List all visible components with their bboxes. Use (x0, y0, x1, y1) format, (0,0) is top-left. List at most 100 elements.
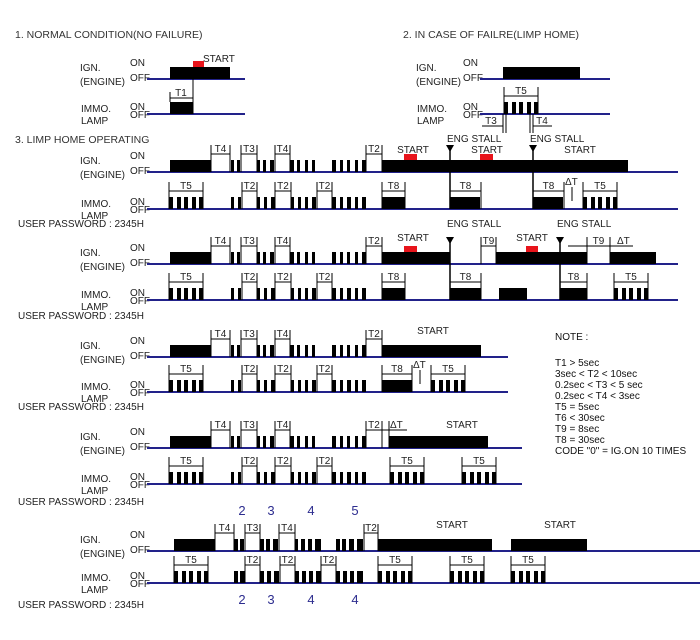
signal-pulse (298, 380, 301, 392)
signal-pulse (264, 197, 267, 209)
signal-pulse (177, 380, 181, 392)
t2-bracket-label: T2 (368, 329, 380, 340)
signal-pulse (298, 288, 301, 300)
ign-label: IGN. (80, 63, 101, 74)
immo-t8-block (382, 197, 405, 209)
signal-pulse (266, 539, 270, 551)
immo-label: IMMO. (81, 382, 111, 393)
ign-on-block (382, 160, 628, 172)
signal-pulse (462, 472, 466, 484)
signal-pulse (231, 160, 234, 172)
signal-pulse (355, 436, 358, 448)
signal-pulse (257, 160, 260, 172)
signal-pulse (290, 436, 294, 448)
signal-pulse (305, 380, 308, 392)
signal-pulse (340, 436, 343, 448)
signal-pulse (413, 472, 417, 484)
ign-on-block (382, 252, 450, 264)
signal-pulse (408, 571, 412, 583)
signal-pulse (357, 571, 363, 583)
start-label: START (397, 145, 429, 156)
signal-pulse (312, 288, 316, 300)
delta-t-label: ΔT (565, 177, 578, 188)
signal-pulse (238, 472, 241, 484)
note-line: 0.2sec < T4 < 3sec (555, 391, 640, 402)
signal-pulse (305, 197, 308, 209)
signal-pulse (305, 472, 308, 484)
eng-stall-label: ENG STALL (557, 219, 612, 230)
signal-pulse (270, 252, 274, 264)
delta-t-label: ΔT (390, 420, 403, 431)
signal-pulse (336, 539, 340, 551)
note-line: T1 > 5sec (555, 358, 599, 369)
on-label: ON (463, 58, 478, 69)
code-digit-immo: 4 (351, 592, 358, 607)
immo-t8-block (382, 380, 412, 392)
on-label: ON (130, 530, 145, 541)
signal-pulse (606, 197, 610, 209)
immo-label: IMMO. (81, 573, 111, 584)
signal-pulse (332, 288, 336, 300)
signal-pulse (204, 571, 208, 583)
signal-pulse (260, 539, 264, 551)
t4-bracket-label: T4 (277, 144, 289, 155)
on-label: ON (130, 58, 145, 69)
ign-on-block (511, 539, 587, 551)
signal-pulse (257, 436, 260, 448)
signal-pulse (184, 197, 188, 209)
signal-pulse (644, 288, 648, 300)
signal-pulse (290, 252, 294, 264)
signal-pulse (297, 436, 300, 448)
t8-bracket-label: T8 (391, 364, 403, 375)
lamp-label: LAMP (81, 486, 109, 497)
signal-pulse (519, 102, 523, 114)
signal-pulse (512, 102, 516, 114)
ign-label: IGN. (80, 156, 101, 167)
signal-pulse (458, 571, 462, 583)
signal-pulse (485, 472, 489, 484)
signal-pulse (257, 197, 260, 209)
signal-pulse (231, 288, 234, 300)
engine-label: (ENGINE) (80, 170, 125, 181)
signal-pulse (231, 472, 234, 484)
signal-pulse (305, 345, 308, 357)
signal-pulse (199, 380, 203, 392)
t4-bracket-label: T4 (277, 236, 289, 247)
t8-bracket-label: T8 (388, 272, 400, 283)
signal-pulse (312, 197, 316, 209)
on-label: ON (130, 243, 145, 254)
signal-pulse (199, 472, 203, 484)
signal-pulse (465, 571, 469, 583)
signal-pulse (290, 160, 294, 172)
signal-pulse (240, 571, 245, 583)
signal-pulse (237, 345, 240, 357)
on-label: ON (463, 102, 478, 113)
signal-pulse (332, 436, 336, 448)
off-label: OFF (130, 258, 150, 269)
signal-pulse (355, 288, 358, 300)
t2-bracket-label: T2 (319, 181, 331, 192)
t2-bracket-label: T2 (247, 555, 259, 566)
ign-on-block (389, 436, 488, 448)
t9-bracket-label: T9 (483, 236, 495, 247)
signal-pulse (340, 288, 343, 300)
signal-pulse (357, 539, 363, 551)
signal-pulse (401, 571, 405, 583)
signal-pulse (192, 472, 196, 484)
signal-pulse (184, 380, 188, 392)
signal-pulse (263, 160, 266, 172)
note-line: T8 = 30sec (555, 435, 605, 446)
t5-bracket-label: T5 (180, 364, 192, 375)
t2-bracket-label: T2 (277, 364, 289, 375)
t3-bracket-label: T3 (247, 523, 259, 534)
signal-pulse (362, 472, 366, 484)
signal-pulse (177, 288, 181, 300)
signal-pulse (305, 160, 308, 172)
t5-bracket-label: T5 (180, 181, 192, 192)
signal-pulse (291, 197, 294, 209)
ign-label: IGN. (80, 341, 101, 352)
t2-bracket-label: T2 (368, 236, 380, 247)
on-label: ON (130, 197, 145, 208)
signal-pulse (526, 571, 530, 583)
code-digit-ign: 2 (238, 503, 245, 518)
